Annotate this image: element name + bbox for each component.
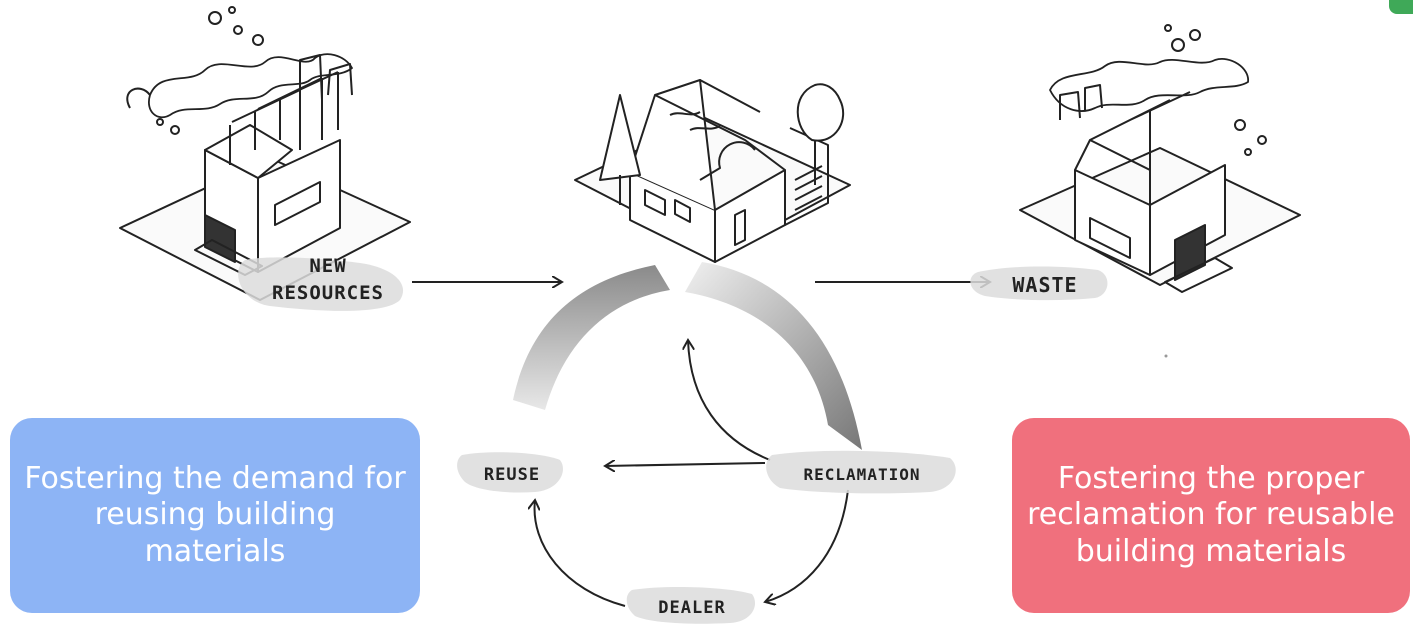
stray-dot bbox=[1164, 354, 1168, 358]
arrow-reclamation-to-house bbox=[688, 340, 771, 461]
label-dealer: DEALER bbox=[658, 598, 725, 618]
reuse-demand-box: Fostering the demand for reusing buildin… bbox=[10, 418, 420, 613]
arrow-dealer-to-reuse bbox=[535, 500, 626, 607]
house-icon bbox=[574, 79, 851, 263]
label-waste: WASTE bbox=[1012, 273, 1077, 297]
factory-left-icon bbox=[119, 6, 411, 301]
proper-reclamation-box: Fostering the proper reclamation for reu… bbox=[1012, 418, 1410, 613]
arrow-reclamation-to-dealer bbox=[765, 489, 849, 602]
proper-reclamation-text: Fostering the proper reclamation for reu… bbox=[1027, 460, 1395, 569]
label-reuse: REUSE bbox=[484, 465, 540, 485]
corner-tag-icon bbox=[1389, 0, 1413, 14]
reuse-demand-text: Fostering the demand for reusing buildin… bbox=[24, 460, 406, 569]
label-reclamation: RECLAMATION bbox=[804, 465, 921, 484]
flow-arrows bbox=[412, 282, 990, 607]
factory-right-icon bbox=[1019, 24, 1301, 293]
label-highlights bbox=[238, 257, 1108, 624]
cycle-ring bbox=[513, 262, 862, 450]
label-resources: RESOURCES bbox=[272, 282, 384, 304]
arrow-reclamation-to-reuse bbox=[605, 463, 766, 466]
label-new: NEW bbox=[309, 255, 346, 277]
